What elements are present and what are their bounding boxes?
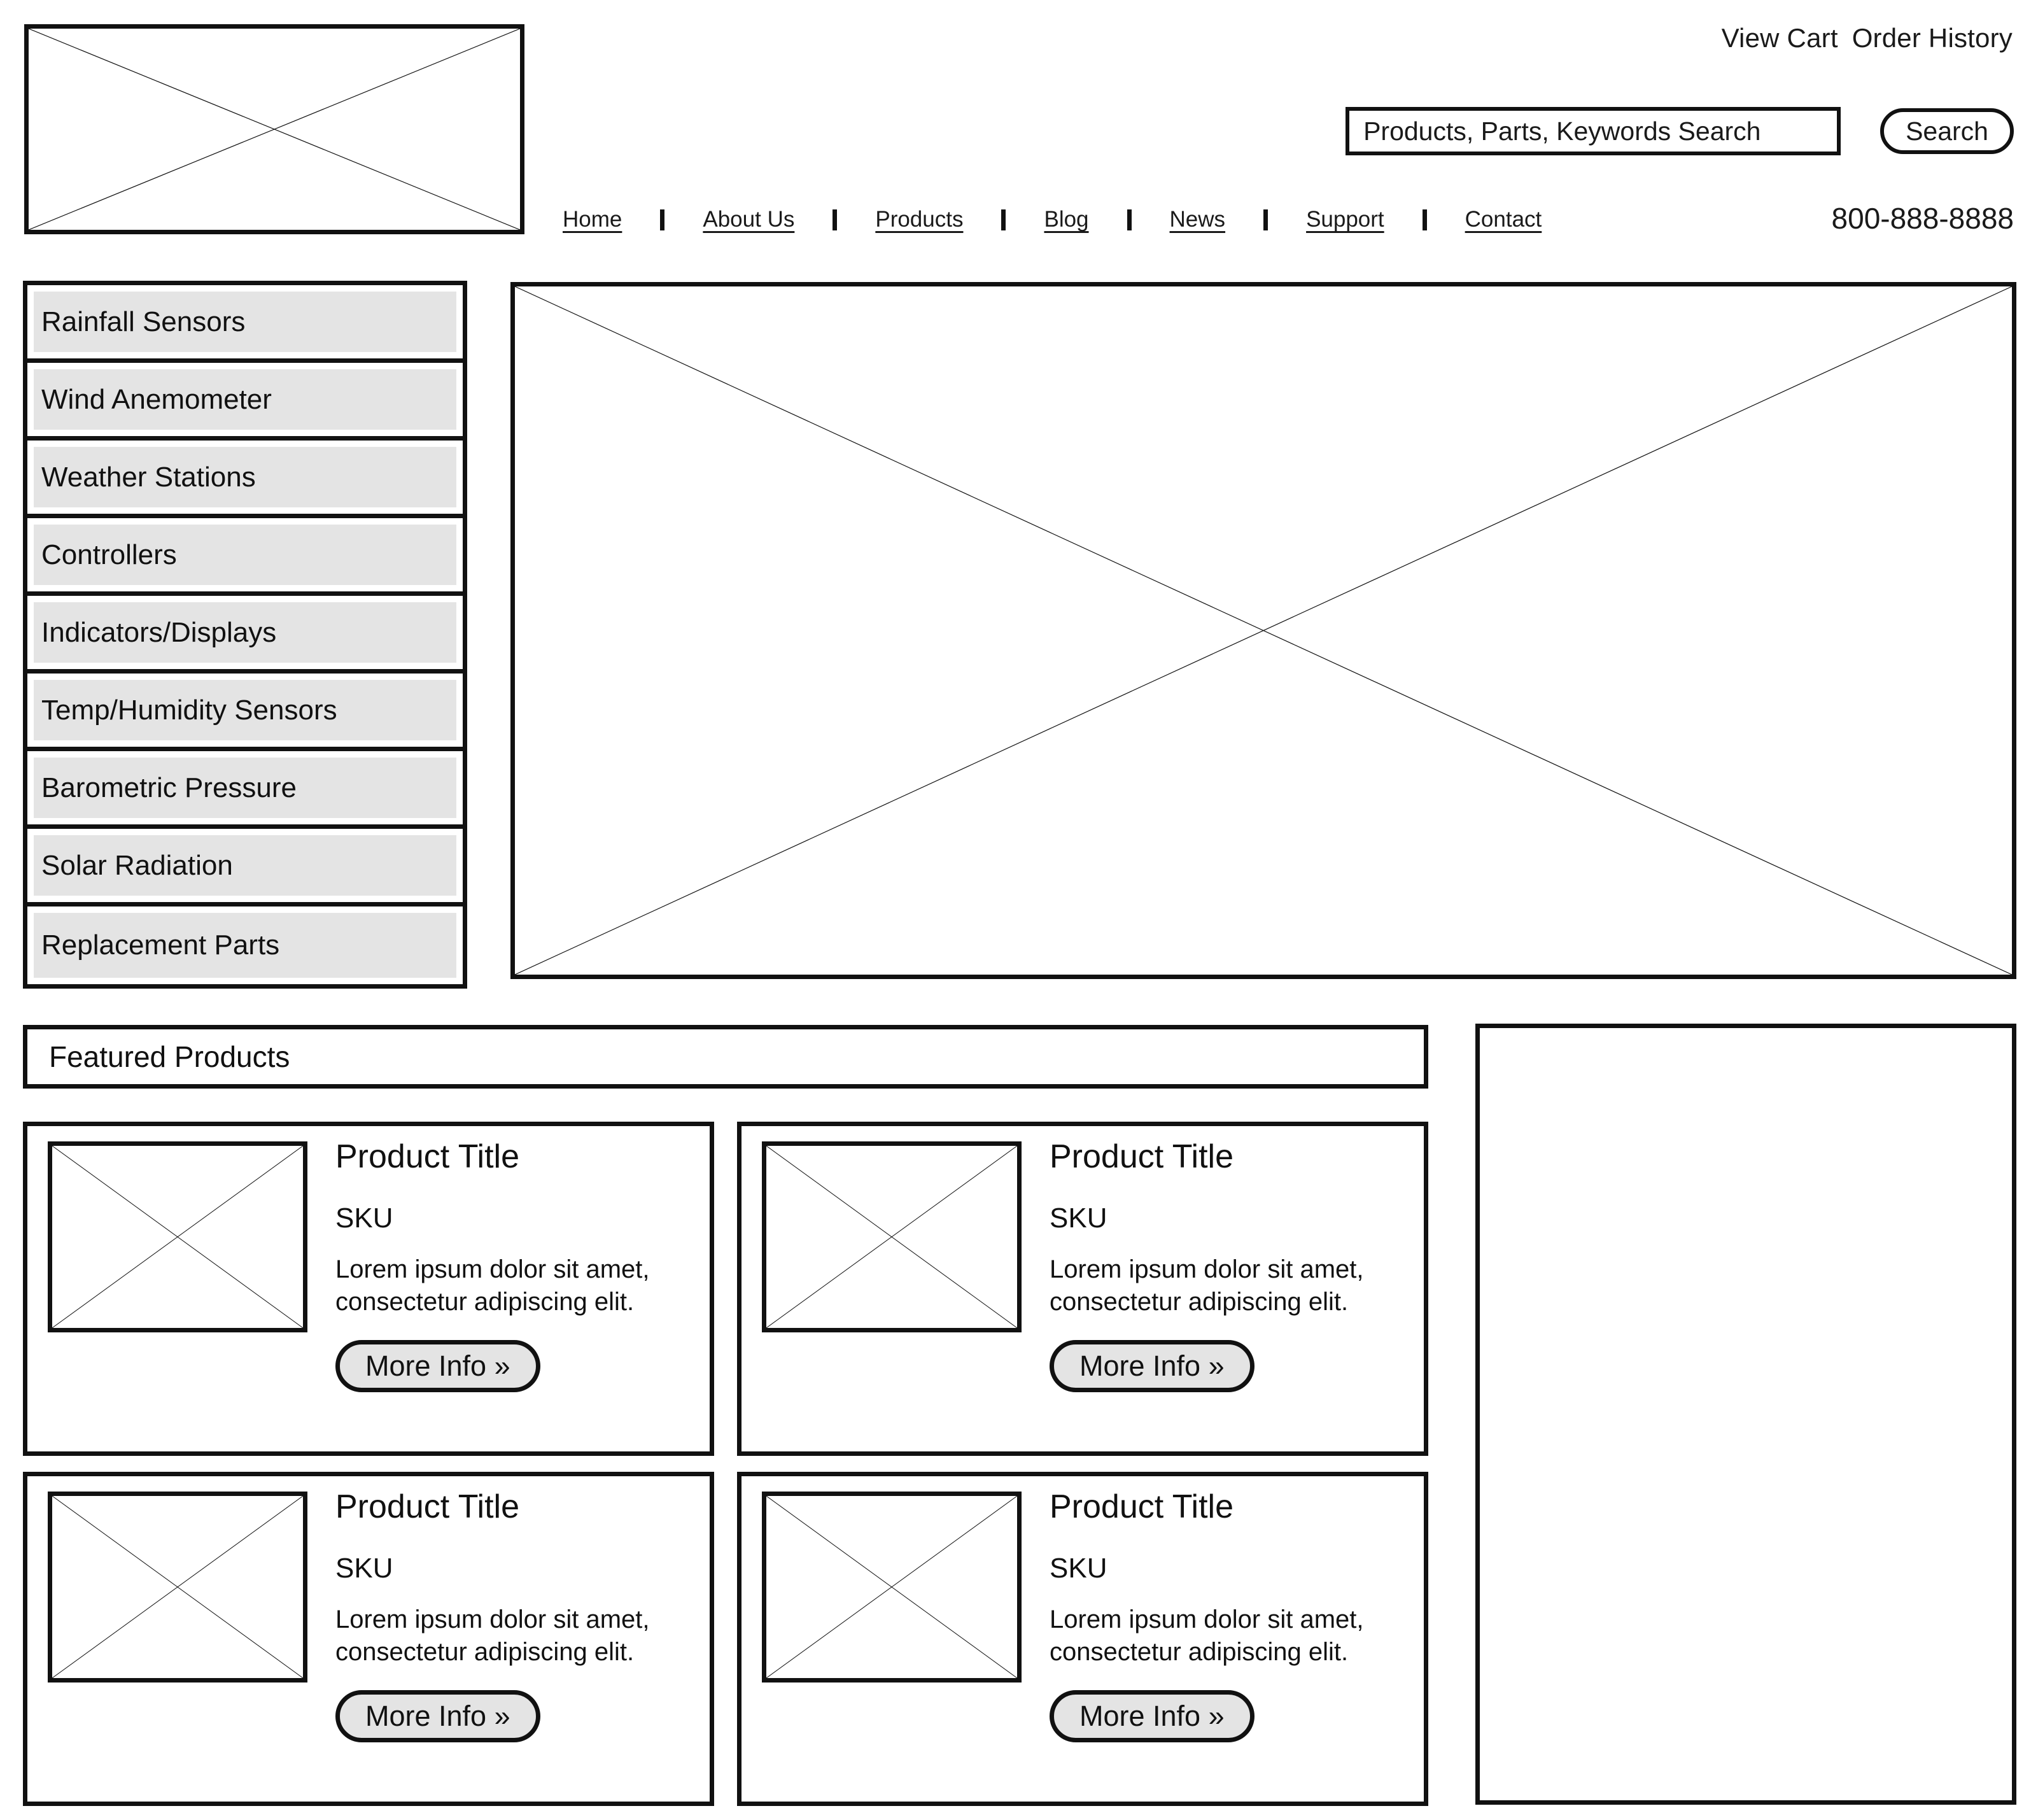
search-area: Search — [1346, 107, 2014, 155]
product-sku: SKU — [335, 1553, 393, 1584]
category-sidebar: Rainfall Sensors Wind Anemometer Weather… — [23, 281, 467, 989]
more-info-button[interactable]: More Info » — [1050, 1339, 1254, 1392]
product-image-placeholder — [762, 1141, 1022, 1332]
nav-item-news[interactable]: News — [1169, 207, 1226, 232]
sidebar-item-label: Weather Stations — [34, 447, 456, 507]
sidebar-item-label: Solar Radiation — [34, 835, 456, 896]
sidebar-item-temp-humidity-sensors[interactable]: Temp/Humidity Sensors — [27, 674, 463, 751]
nav-item-products[interactable]: Products — [875, 207, 964, 232]
hero-banner-image-placeholder[interactable] — [510, 282, 2016, 979]
sidebar-item-indicators-displays[interactable]: Indicators/Displays — [27, 596, 463, 674]
nav-item-support[interactable]: Support — [1306, 207, 1384, 232]
nav-separator — [660, 209, 665, 230]
product-card[interactable]: Product Title SKU Lorem ipsum dolor sit … — [737, 1472, 1428, 1806]
nav-separator — [1422, 209, 1427, 230]
product-title: Product Title — [1050, 1138, 1234, 1175]
product-image-placeholder — [48, 1141, 307, 1332]
product-card[interactable]: Product Title SKU Lorem ipsum dolor sit … — [23, 1122, 714, 1456]
main-nav: Home About Us Products Blog News Support… — [563, 207, 1542, 232]
product-sku: SKU — [335, 1203, 393, 1234]
sidebar-item-barometric-pressure[interactable]: Barometric Pressure — [27, 751, 463, 829]
product-sku: SKU — [1050, 1553, 1107, 1584]
nav-item-blog[interactable]: Blog — [1044, 207, 1089, 232]
product-card[interactable]: Product Title SKU Lorem ipsum dolor sit … — [737, 1122, 1428, 1456]
sidebar-item-solar-radiation[interactable]: Solar Radiation — [27, 829, 463, 906]
phone-number: 800-888-8888 — [1831, 202, 2014, 235]
product-title: Product Title — [335, 1488, 520, 1525]
nav-item-contact[interactable]: Contact — [1465, 207, 1542, 232]
featured-products-title: Featured Products — [49, 1040, 290, 1073]
product-title: Product Title — [335, 1138, 520, 1175]
product-description: Lorem ipsum dolor sit amet, consectetur … — [1050, 1605, 1364, 1666]
more-info-button[interactable]: More Info » — [1050, 1689, 1254, 1742]
nav-separator — [1127, 209, 1132, 230]
nav-item-about-us[interactable]: About Us — [703, 207, 795, 232]
sidebar-item-label: Temp/Humidity Sensors — [34, 680, 456, 740]
sidebar-item-label: Controllers — [34, 525, 456, 585]
featured-products-header: Featured Products — [23, 1025, 1428, 1089]
product-description: Lorem ipsum dolor sit amet, consectetur … — [335, 1605, 650, 1666]
nav-separator — [1263, 209, 1268, 230]
search-input[interactable] — [1346, 107, 1841, 155]
order-history-link[interactable]: Order History — [1852, 23, 2013, 53]
account-links: View Cart Order History — [1722, 23, 2013, 53]
product-title: Product Title — [1050, 1488, 1234, 1525]
product-description: Lorem ipsum dolor sit amet, consectetur … — [1050, 1255, 1364, 1316]
nav-item-home[interactable]: Home — [563, 207, 622, 232]
product-card[interactable]: Product Title SKU Lorem ipsum dolor sit … — [23, 1472, 714, 1806]
sidebar-item-wind-anemometer[interactable]: Wind Anemometer — [27, 363, 463, 441]
view-cart-link[interactable]: View Cart — [1721, 23, 1838, 53]
sidebar-item-rainfall-sensors[interactable]: Rainfall Sensors — [27, 285, 463, 363]
sidebar-item-label: Barometric Pressure — [34, 758, 456, 818]
product-image-placeholder — [48, 1492, 307, 1682]
sidebar-item-controllers[interactable]: Controllers — [27, 518, 463, 596]
search-button[interactable]: Search — [1880, 108, 2014, 154]
more-info-button[interactable]: More Info » — [335, 1689, 540, 1742]
sidebar-item-label: Wind Anemometer — [34, 369, 456, 430]
sidebar-item-weather-stations[interactable]: Weather Stations — [27, 441, 463, 518]
nav-separator — [1001, 209, 1006, 230]
product-description: Lorem ipsum dolor sit amet, consectetur … — [335, 1255, 650, 1316]
product-image-placeholder — [762, 1492, 1022, 1682]
promo-panel[interactable] — [1475, 1024, 2016, 1805]
more-info-button[interactable]: More Info » — [335, 1339, 540, 1392]
sidebar-item-label: Rainfall Sensors — [34, 292, 456, 352]
logo-image-placeholder — [24, 24, 524, 234]
sidebar-item-label: Replacement Parts — [34, 913, 456, 978]
sidebar-item-label: Indicators/Displays — [34, 602, 456, 663]
sidebar-item-replacement-parts[interactable]: Replacement Parts — [27, 906, 463, 984]
nav-separator — [833, 209, 838, 230]
product-sku: SKU — [1050, 1203, 1107, 1234]
